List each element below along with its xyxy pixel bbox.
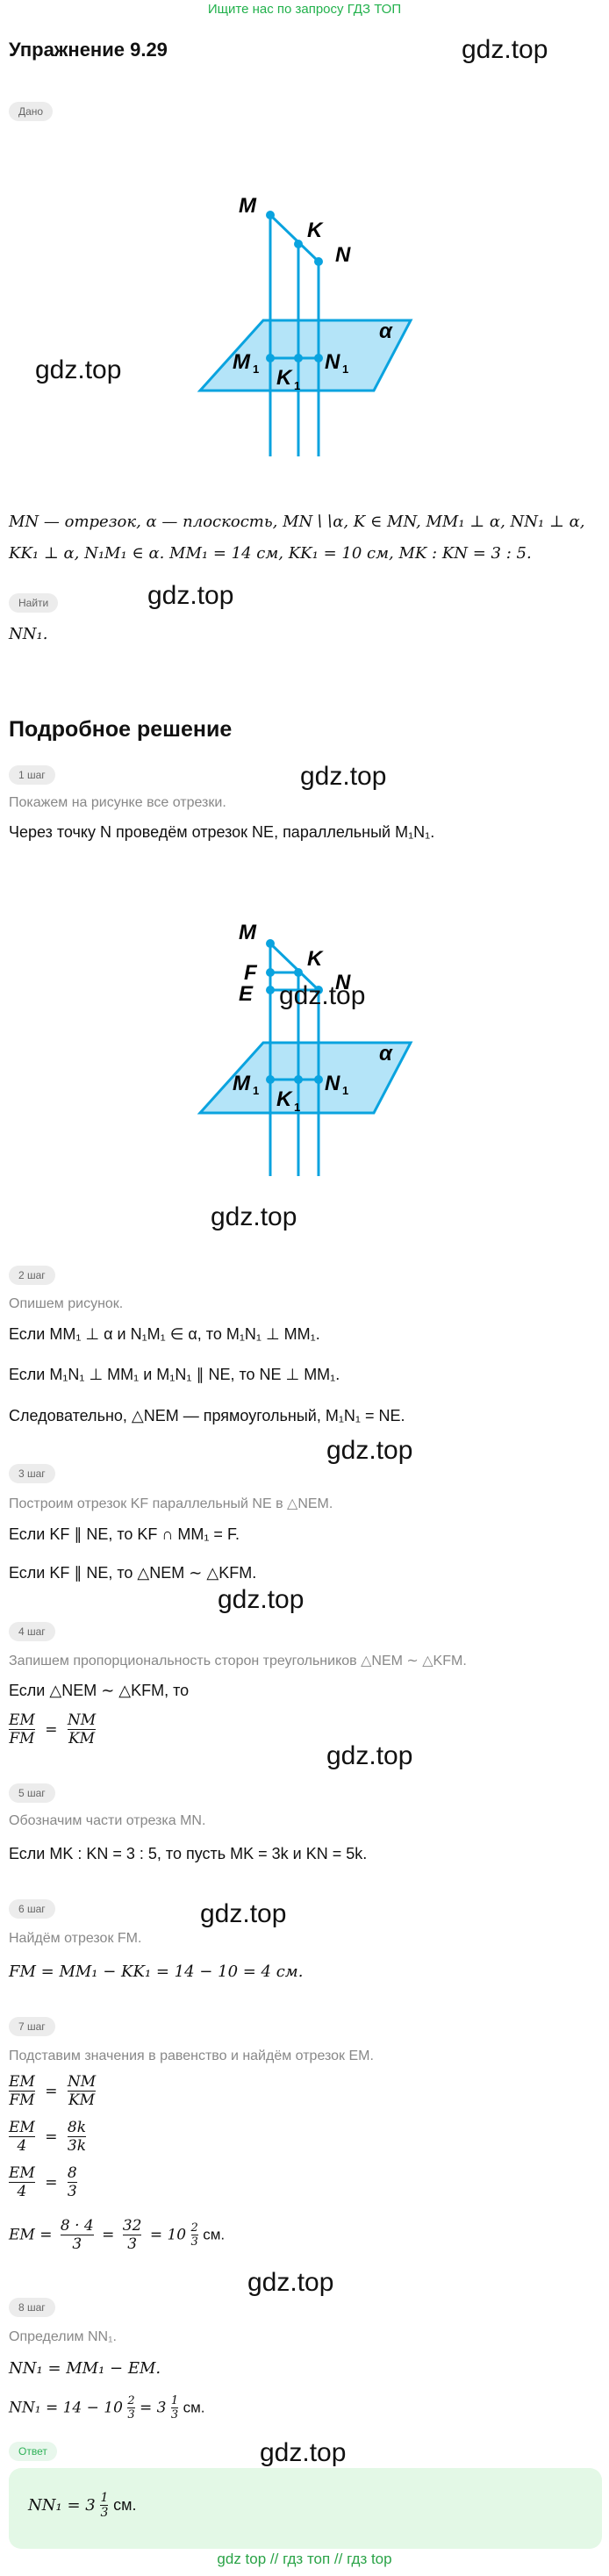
- step-intro: Определим NN₁.: [9, 2329, 117, 2344]
- watermark: gdz.top: [326, 1741, 413, 1770]
- given-tag: Дано: [9, 102, 54, 121]
- step-line: FM = MM₁ − KK₁ = 14 − 10 = 4 см.: [9, 1962, 304, 1981]
- step-tag: 8 шаг: [9, 2298, 55, 2317]
- step-intro: Обозначим части отрезка MN.: [9, 1813, 206, 1828]
- fig2-label: N: [335, 971, 351, 994]
- figure-1: M K N M 1 K 1 N 1 α: [197, 194, 413, 456]
- step-line: Если MM₁ ⊥ α и N₁M₁ ∈ α, то M₁N₁ ⊥ MM₁.: [9, 1325, 320, 1343]
- step-line: NN₁ = MM₁ − EM.: [9, 2359, 161, 2378]
- figure-2: M K N F E M 1 K 1 N 1 α: [197, 921, 413, 1176]
- step-intro: Запишем пропорциональность сторон треуго…: [9, 1654, 467, 1668]
- watermark: gdz.top: [218, 1585, 304, 1614]
- step-tag: 2 шаг: [9, 1266, 55, 1285]
- fig1-label: N: [325, 350, 340, 374]
- step-tag: 3 шаг: [9, 1464, 55, 1483]
- watermark: gdz.top: [35, 355, 122, 384]
- fig1-label: N: [335, 243, 351, 267]
- fig2-label: M: [233, 1072, 251, 1095]
- fig2-label: F: [244, 961, 258, 985]
- exercise-title: Упражнение 9.29: [9, 39, 168, 61]
- step-intro: Покажем на рисунке все отрезки.: [9, 795, 226, 810]
- watermark: gdz.top: [326, 1436, 413, 1465]
- step-tag: 1 шаг: [9, 765, 55, 785]
- watermark: gdz.top: [279, 981, 366, 1010]
- step-line: Следовательно, △NEM — прямоугольный, M₁N…: [9, 1407, 405, 1424]
- step-line: Если MK : KN = 3 : 5, то пусть MK = 3k и…: [9, 1845, 368, 1862]
- watermark: gdz.top: [200, 1899, 287, 1928]
- fig2-label: 1: [294, 1101, 300, 1114]
- fig2-label: E: [239, 982, 254, 1006]
- search-banner[interactable]: Ищите нас по запросу ГДЗ ТОП: [207, 2, 402, 17]
- fig1-label: 1: [342, 362, 348, 376]
- step-intro: Построим отрезок KF параллельный NE в △N…: [9, 1496, 333, 1511]
- step-tag: 6 шаг: [9, 1899, 55, 1919]
- fig1-label: M: [239, 194, 257, 218]
- step-intro: Подставим значения в равенство и найдём …: [9, 2049, 374, 2063]
- fig2-label: K: [307, 947, 324, 971]
- watermark: gdz.top: [462, 35, 548, 64]
- step-tag: 4 шаг: [9, 1622, 55, 1641]
- watermark: gdz.top: [211, 1202, 297, 1231]
- step-line: Если KF ∥ NE, то KF ∩ MM₁ = F.: [9, 1525, 240, 1543]
- watermark: gdz.top: [300, 762, 387, 791]
- step-line: Если M₁N₁ ⊥ MM₁ и M₁N₁ ∥ NE, то NE ⊥ MM₁…: [9, 1366, 340, 1383]
- fig1-label: 1: [253, 362, 259, 376]
- answer-tag: Ответ: [9, 2442, 57, 2461]
- step-intro: Опишем рисунок.: [9, 1296, 124, 1311]
- step-intro: Найдём отрезок FM.: [9, 1931, 142, 1946]
- fig2-label: K: [276, 1087, 293, 1111]
- watermark: gdz.top: [260, 2438, 347, 2467]
- fig2-label: 1: [253, 1084, 259, 1097]
- fig2-label: 1: [342, 1084, 348, 1097]
- given-line-2: KK₁ ⊥ α, N₁M₁ ∈ α. MM₁ = 14 см, KK₁ = 10…: [9, 544, 532, 563]
- step-tag: 7 шаг: [9, 2017, 55, 2036]
- find-value: NN₁.: [9, 625, 48, 643]
- fig1-label: K: [276, 366, 293, 390]
- step-line: Если △NEM ∼ △KFM, то: [9, 1682, 190, 1699]
- step-line: Через точку N проведём отрезок NE, парал…: [9, 823, 435, 841]
- fig2-label: M: [239, 921, 257, 944]
- find-tag: Найти: [9, 593, 59, 613]
- fig1-label: α: [379, 319, 393, 343]
- watermark: gdz.top: [147, 581, 234, 610]
- solution-heading: Подробное решение: [9, 717, 233, 742]
- fig1-label: M: [233, 350, 251, 374]
- fig1-label: K: [307, 219, 324, 242]
- fig2-label: α: [379, 1042, 393, 1066]
- step-tag: 5 шаг: [9, 1783, 55, 1803]
- fig1-label: 1: [294, 379, 300, 392]
- footer-links[interactable]: gdz top // гдз топ // гдз top: [217, 2551, 392, 2567]
- watermark: gdz.top: [247, 2268, 334, 2297]
- given-line-1: MN — отрезок, α — плоскость, MN∖∖α, K ∈ …: [9, 513, 585, 531]
- step-line: Если KF ∥ NE, то △NEM ∼ △KFM.: [9, 1564, 257, 1582]
- fig2-label: N: [325, 1072, 340, 1095]
